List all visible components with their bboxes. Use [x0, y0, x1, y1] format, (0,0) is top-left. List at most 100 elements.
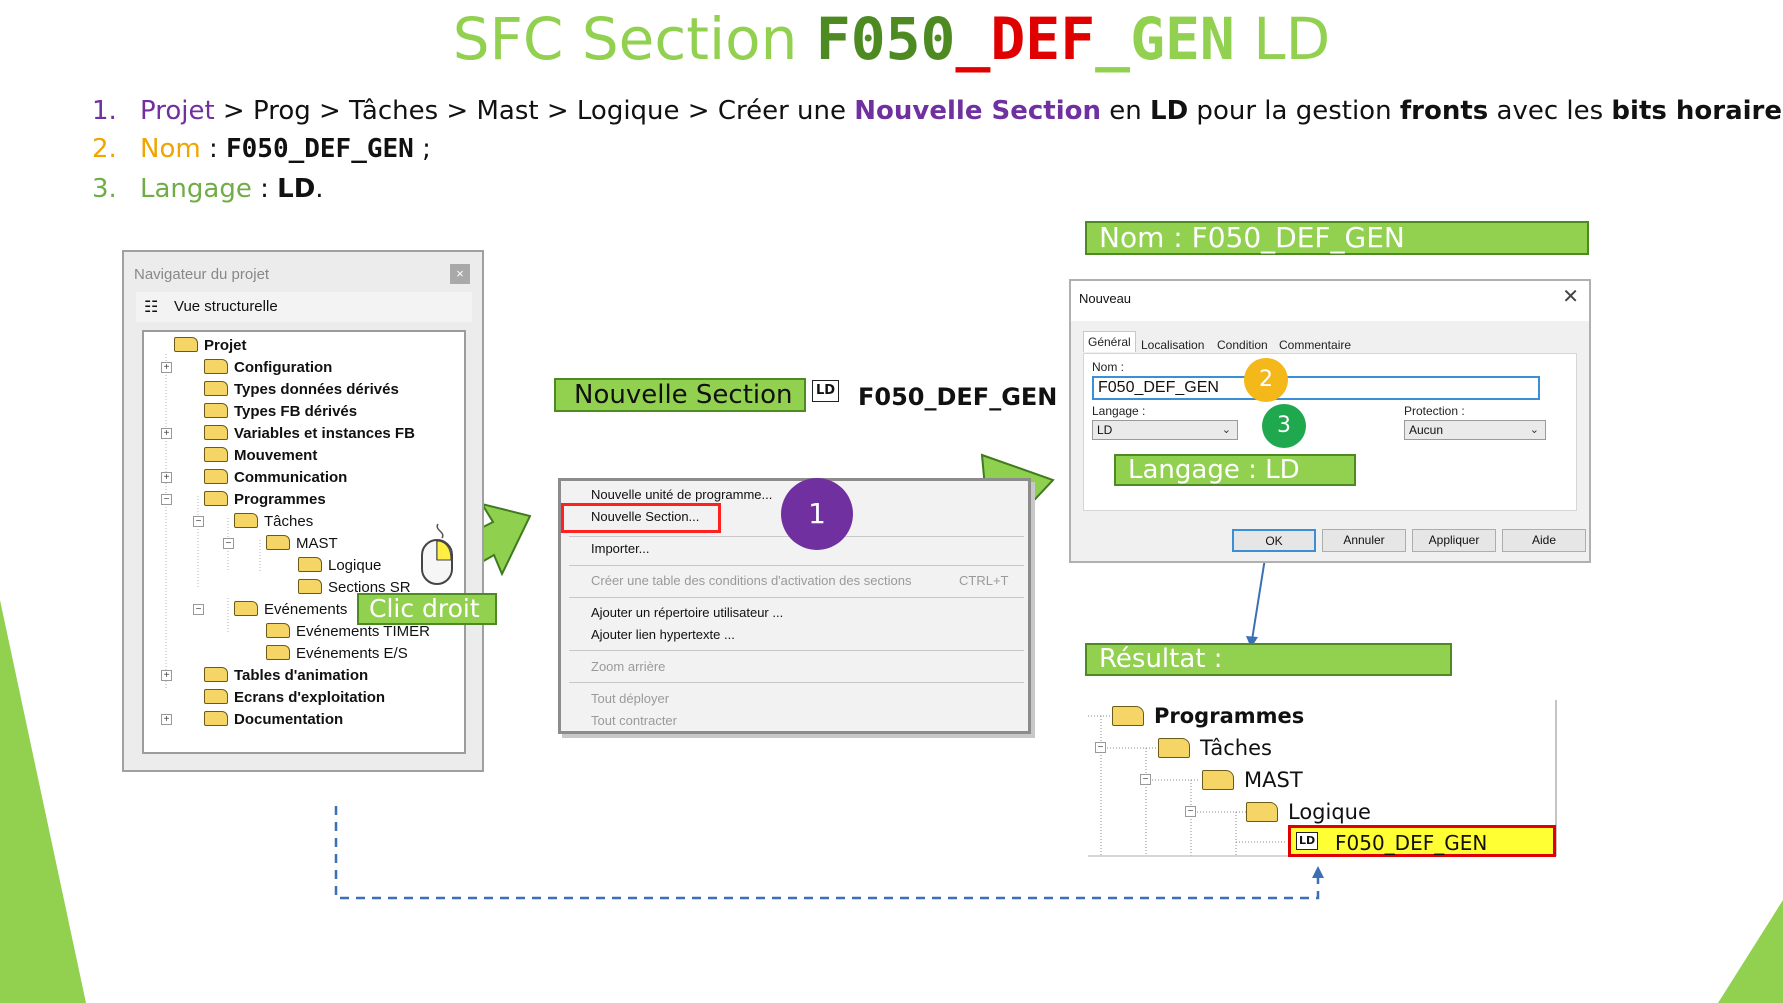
collapse-icon[interactable]: − [161, 494, 172, 505]
result-item-taches[interactable]: Tâches [1158, 735, 1272, 761]
navigator-close-button[interactable]: × [450, 264, 470, 284]
collapse-icon[interactable]: − [1140, 774, 1151, 785]
tree-item-variables[interactable]: Variables et instances FB [204, 424, 415, 444]
tab-condition[interactable]: Condition [1217, 338, 1268, 352]
left-green-triangle [0, 600, 86, 1003]
collapse-icon[interactable]: − [193, 604, 204, 615]
step-1-b: > Prog > Tâches > Mast > Logique > Créer… [214, 96, 855, 126]
step-2-a: Nom [140, 134, 201, 164]
dialog-close-icon[interactable]: ✕ [1562, 286, 1579, 308]
folder-icon [1246, 802, 1278, 822]
step-1-d: en [1101, 96, 1151, 126]
chevron-down-icon: ⌄ [1221, 424, 1231, 436]
folder-icon [266, 535, 290, 550]
nom-label-bar: Nom : F050_DEF_GEN [1085, 221, 1589, 255]
step-2-c: F050_DEF_GEN [225, 134, 414, 164]
menu-item-expand-all[interactable]: Tout déployer [591, 691, 670, 706]
expand-icon[interactable]: + [161, 362, 172, 373]
tree-item-programmes[interactable]: Programmes [204, 490, 326, 510]
page-title: SFC Section F050_DEF_GEN LD [0, 8, 1783, 71]
protection-field-label: Protection : [1404, 404, 1465, 418]
menu-separator [569, 597, 1024, 598]
menu-item-collapse-all[interactable]: Tout contracter [591, 713, 677, 728]
step-1-g: fronts [1399, 96, 1489, 126]
folder-icon [204, 689, 228, 704]
collapse-icon[interactable]: − [1185, 806, 1196, 817]
menu-item-zoom-out[interactable]: Zoom arrière [591, 659, 666, 674]
menu-separator [569, 650, 1024, 651]
menu-item-add-hyperlink[interactable]: Ajouter lien hypertexte ... [591, 627, 735, 642]
folder-icon [234, 513, 258, 528]
expand-icon[interactable]: + [161, 428, 172, 439]
nouvelle-section-label: Nouvelle Section [554, 378, 806, 412]
ld-icon: LD [1296, 832, 1319, 850]
tree-item-configuration[interactable]: Configuration [204, 358, 332, 378]
nouveau-dialog: Nouveau ✕ Général Localisation Condition… [1069, 279, 1591, 563]
ok-result-arrowhead [1246, 636, 1258, 648]
protection-select-value: Aucun [1409, 423, 1444, 437]
expand-icon[interactable]: + [161, 714, 172, 725]
menu-item-import[interactable]: Importer... [591, 541, 650, 556]
structural-view-label: Vue structurelle [174, 298, 278, 315]
tab-localisation[interactable]: Localisation [1141, 338, 1205, 352]
folder-icon [204, 381, 228, 396]
step-1-f: pour la gestion [1188, 96, 1400, 126]
tree-item-projet[interactable]: Projet [174, 336, 247, 356]
step-3-d: . [315, 174, 324, 204]
folder-icon [204, 359, 228, 374]
resultat-label-bar: Résultat : [1085, 643, 1452, 676]
tree-item-evenements[interactable]: Evénements [234, 600, 347, 620]
collapse-icon[interactable]: − [223, 538, 234, 549]
result-item-logique[interactable]: Logique [1246, 799, 1371, 825]
tree-item-communication[interactable]: Communication [204, 468, 347, 488]
step-1-num: 1. [92, 96, 117, 126]
right-green-triangle [1718, 900, 1783, 1003]
menu-item-create-table[interactable]: Créer une table des conditions d'activat… [591, 573, 912, 588]
tree-item-ecrans[interactable]: Ecrans d'exploitation [204, 688, 385, 708]
ok-button[interactable]: OK [1232, 529, 1316, 552]
menu-item-add-directory[interactable]: Ajouter un répertoire utilisateur ... [591, 605, 784, 620]
tree-item-fb-types[interactable]: Types FB dérivés [204, 402, 357, 422]
menu-separator [569, 565, 1024, 566]
step-3-b: : [251, 174, 278, 204]
tab-commentaire[interactable]: Commentaire [1279, 338, 1352, 352]
step-2-num: 2. [92, 134, 117, 164]
navigator-tree: Projet + Configuration Types données dér… [142, 330, 466, 754]
step-2-b: : [200, 134, 226, 164]
protection-select[interactable]: Aucun ⌄ [1404, 420, 1546, 440]
tree-item-derived-types[interactable]: Types données dérivés [204, 380, 399, 400]
tab-general[interactable]: Général [1083, 331, 1136, 352]
tree-item-tables-animation[interactable]: Tables d'animation [204, 666, 368, 686]
menu-item-new-program-unit[interactable]: Nouvelle unité de programme... [591, 487, 773, 502]
ld-icon: LD [812, 380, 840, 402]
aide-button[interactable]: Aide [1502, 529, 1586, 552]
collapse-icon[interactable]: − [1095, 742, 1106, 753]
menu-separator [569, 682, 1024, 683]
step-1-c: Nouvelle Section [854, 96, 1101, 126]
collapse-icon[interactable]: − [193, 516, 204, 527]
menu-shortcut: CTRL+T [959, 573, 1009, 588]
tree-item-evenements-es[interactable]: Evénements E/S [266, 644, 408, 664]
menu-item-new-section[interactable]: Nouvelle Section... [591, 509, 700, 524]
tree-item-mouvement[interactable]: Mouvement [204, 446, 317, 466]
tree-item-logique[interactable]: Logique [298, 556, 381, 576]
tree-item-evenements-timer[interactable]: Evénements TIMER [266, 622, 430, 642]
step-1-h: avec les [1488, 96, 1612, 126]
langage-select[interactable]: LD⌄ [1092, 420, 1238, 440]
mouse-icon [421, 523, 453, 585]
annuler-button[interactable]: Annuler [1322, 529, 1406, 552]
appliquer-button[interactable]: Appliquer [1412, 529, 1496, 552]
result-item-new-section[interactable]: LD F050_DEF_GEN [1288, 825, 1556, 857]
structural-view-bar[interactable]: ☷ Vue structurelle [136, 292, 472, 322]
expand-icon[interactable]: + [161, 472, 172, 483]
tree-item-documentation[interactable]: Documentation [204, 710, 343, 730]
result-item-mast[interactable]: MAST [1202, 767, 1303, 793]
folder-icon [298, 579, 322, 594]
result-item-programmes[interactable]: Programmes [1112, 703, 1304, 729]
expand-icon[interactable]: + [161, 670, 172, 681]
tree-item-taches[interactable]: Tâches [234, 512, 313, 532]
nom-input[interactable]: F050_DEF_GEN [1092, 376, 1540, 400]
tree-item-sections-sr[interactable]: Sections SR [298, 578, 411, 598]
chevron-down-icon: ⌄ [1529, 424, 1539, 436]
tree-item-mast[interactable]: MAST [266, 534, 338, 554]
